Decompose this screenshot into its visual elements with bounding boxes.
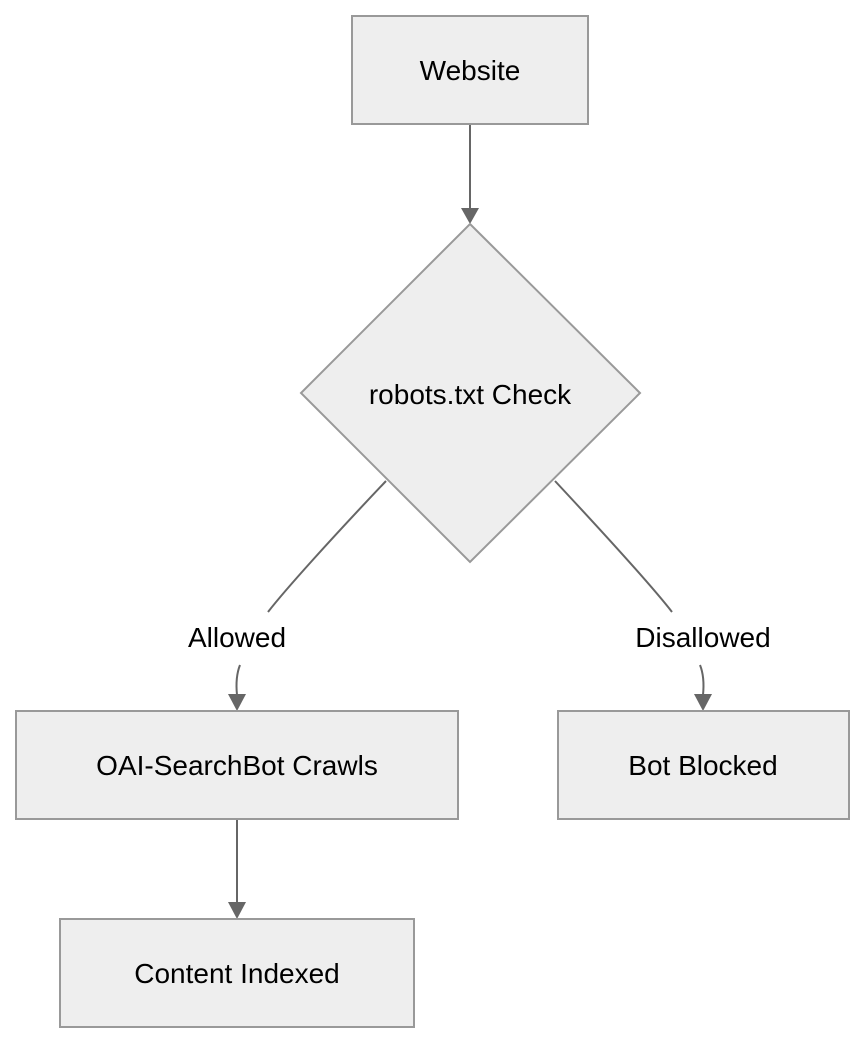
edge-line xyxy=(235,664,241,696)
edge-crawls-to-indexed xyxy=(228,819,246,919)
edge-line xyxy=(267,480,387,613)
node-indexed: Content Indexed xyxy=(59,918,415,1028)
edge-check-to-blocked xyxy=(554,480,712,711)
node-robots-check: robots.txt Check xyxy=(299,222,642,564)
edge-label-disallowed: Disallowed xyxy=(635,622,770,653)
node-box xyxy=(351,15,589,125)
edge-check-to-crawls xyxy=(228,480,387,711)
node-box xyxy=(59,918,415,1028)
node-box xyxy=(557,710,850,820)
arrow-head xyxy=(694,694,712,711)
node-box xyxy=(15,710,459,820)
edge-line xyxy=(699,664,705,696)
node-label: OAI-SearchBot Crawls xyxy=(96,750,378,781)
arrow-head xyxy=(228,902,246,919)
edge-label-allowed: Allowed xyxy=(188,622,286,653)
edge-line xyxy=(554,480,673,613)
node-label: Website xyxy=(420,55,521,86)
node-label: Content Indexed xyxy=(134,958,340,989)
node-label: robots.txt Check xyxy=(369,379,572,410)
decision-diamond xyxy=(299,222,642,564)
edge-website-to-check xyxy=(461,124,479,224)
node-label: Bot Blocked xyxy=(628,750,777,781)
node-website: Website xyxy=(351,15,589,125)
node-crawls: OAI-SearchBot Crawls xyxy=(15,710,459,820)
arrow-head xyxy=(228,694,246,711)
arrow-head xyxy=(461,208,479,224)
node-blocked: Bot Blocked xyxy=(557,710,850,820)
